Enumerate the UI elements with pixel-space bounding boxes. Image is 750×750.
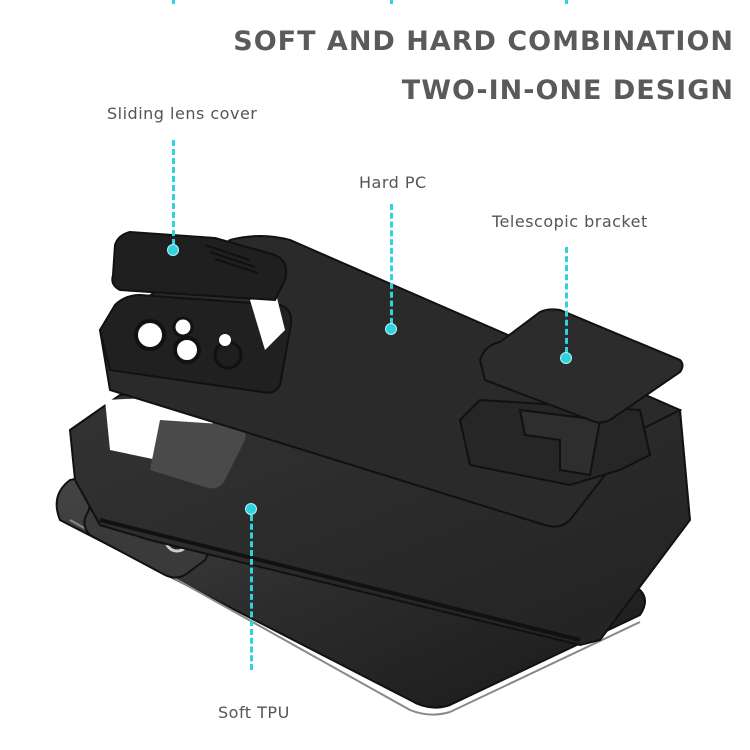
callout-line-sliding-lens-cover bbox=[172, 140, 175, 245]
callout-line-top-3 bbox=[565, 0, 568, 4]
callout-line-top-1 bbox=[172, 0, 175, 4]
callout-label-soft-tpu: Soft TPU bbox=[218, 703, 290, 722]
callout-line-telescopic-bracket bbox=[565, 247, 568, 353]
callout-dot-telescopic-bracket bbox=[560, 352, 572, 364]
callout-dot-sliding-lens-cover bbox=[167, 244, 179, 256]
callout-line-top-2 bbox=[390, 0, 393, 4]
callout-label-telescopic-bracket: Telescopic bracket bbox=[492, 212, 648, 231]
callout-line-soft-tpu bbox=[250, 515, 253, 670]
headline-line-2: TWO-IN-ONE DESIGN bbox=[401, 75, 734, 106]
callout-label-sliding-lens-cover: Sliding lens cover bbox=[107, 104, 258, 123]
callout-dot-soft-tpu bbox=[245, 503, 257, 515]
callout-label-hard-pc: Hard PC bbox=[359, 173, 427, 192]
callout-dot-hard-pc bbox=[385, 323, 397, 335]
headline-line-1: SOFT AND HARD COMBINATION bbox=[233, 26, 734, 57]
callout-line-hard-pc bbox=[390, 204, 393, 324]
sliding-lens-cover bbox=[111, 230, 288, 302]
telescopic-bracket bbox=[458, 308, 684, 487]
